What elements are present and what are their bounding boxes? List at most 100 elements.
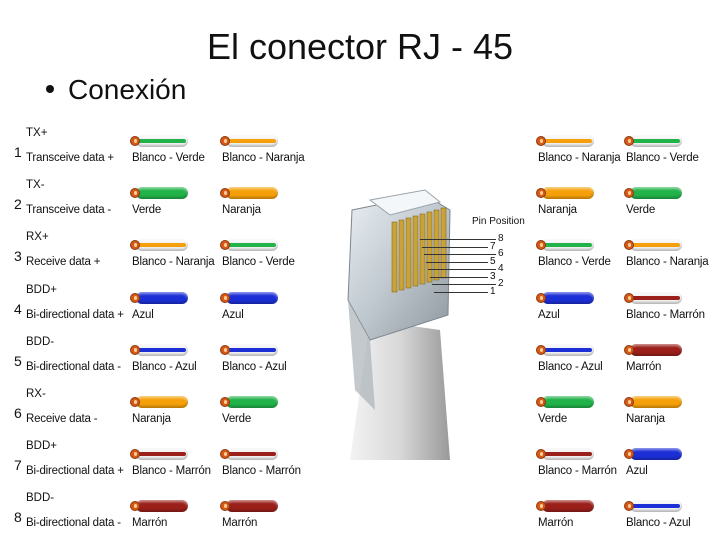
wire-color-label: Blanco - Azul — [132, 360, 197, 373]
signal-description: Bi-directional data + — [26, 465, 124, 478]
wire-icon — [220, 343, 278, 357]
wire-color-label: Blanco - Verde — [626, 152, 699, 164]
pin-position-number: 4 — [498, 263, 504, 274]
pin-number: 2 — [14, 196, 22, 213]
signal-name: TX- — [26, 179, 45, 192]
pin-position-number: 7 — [490, 240, 496, 252]
wire-icon — [536, 134, 594, 148]
wire-icon — [624, 291, 682, 305]
wire-icon — [624, 186, 682, 200]
pin-number: 1 — [14, 144, 22, 160]
wire-icon — [220, 186, 278, 200]
pin-number: 4 — [14, 300, 22, 317]
bullet-conexion: Conexión — [46, 74, 186, 106]
pin-position-label: Pin Position — [472, 216, 525, 227]
signal-description: Bi-directional data - — [26, 517, 121, 530]
wire-color-label: Blanco - Naranja — [538, 152, 621, 164]
wire-color-label: Blanco - Marrón — [132, 465, 211, 478]
bullet-dot-icon — [46, 84, 54, 93]
wire-color-label: Marrón — [626, 360, 662, 373]
wire-color-label: Verde — [132, 204, 162, 217]
wire-color-label: Verde — [538, 413, 568, 425]
pin-leader-line — [430, 276, 488, 278]
wire-color-label: Blanco - Naranja — [626, 256, 709, 269]
wire-icon — [624, 343, 682, 357]
wire-icon — [536, 343, 594, 357]
wire-icon — [130, 343, 188, 357]
wire-color-label: Blanco - Azul — [626, 517, 691, 530]
signal-description: Transceive data - — [26, 204, 112, 217]
pin-position-number: 5 — [490, 255, 496, 267]
wire-color-label: Blanco - Verde — [538, 256, 611, 269]
signal-name: BDD+ — [26, 440, 57, 453]
wire-color-label: Blanco - Verde — [132, 152, 205, 164]
wire-icon — [130, 447, 188, 461]
wire-icon — [220, 134, 278, 148]
wire-icon — [220, 238, 278, 252]
wire-icon — [130, 186, 188, 200]
wire-icon — [220, 395, 278, 409]
signal-name: BDD- — [26, 335, 55, 348]
wire-color-label: Blanco - Azul — [538, 360, 603, 373]
wire-icon — [130, 395, 188, 409]
wire-icon — [536, 186, 594, 200]
wire-color-label: Azul — [222, 308, 244, 321]
wire-color-label: Naranja — [222, 204, 261, 217]
signal-name: BDD- — [26, 492, 55, 505]
wire-color-label: Azul — [626, 465, 648, 478]
wire-icon — [536, 499, 594, 513]
pin-position-number: 6 — [498, 248, 504, 259]
wire-icon — [624, 447, 682, 461]
table-row: 8 BDD- Bi-directional data - Marrón Marrón — [0, 492, 720, 549]
signal-name: BDD+ — [26, 283, 57, 296]
wire-color-label: Blanco - Marrón — [626, 308, 705, 321]
wire-color-label: Naranja — [538, 204, 577, 217]
wire-icon — [624, 134, 682, 148]
wire-icon — [220, 447, 278, 461]
signal-description: Receive data + — [26, 256, 101, 269]
wire-color-label: Marrón — [538, 517, 574, 530]
wire-icon — [130, 499, 188, 513]
signal-name: TX+ — [26, 127, 48, 139]
wire-icon — [536, 395, 594, 409]
wire-icon — [536, 447, 594, 461]
pin-position-number: 1 — [490, 285, 496, 297]
table-row: 5 BDD- Bi-directional data - Blanco - Azul… — [0, 336, 720, 393]
pin-number: 7 — [14, 457, 22, 474]
pin-position-number: 8 — [498, 233, 504, 244]
table-row: 1 TX+ Transceive data + Blanco - Verde Bla… — [0, 127, 720, 184]
wire-color-label: Blanco - Naranja — [132, 256, 215, 269]
pin-leader-line — [432, 284, 496, 285]
signal-description: Transceive data + — [26, 152, 114, 164]
wire-icon — [624, 499, 682, 513]
wire-icon — [536, 291, 594, 305]
pin-leader-line — [422, 246, 488, 248]
pin-leader-line — [424, 254, 496, 255]
wire-color-label: Naranja — [132, 413, 171, 425]
signal-description: Bi-directional data + — [26, 308, 124, 321]
wire-color-label: Verde — [222, 413, 252, 425]
pin-position-number: 2 — [498, 278, 504, 289]
wire-icon — [624, 395, 682, 409]
wire-color-label: Naranja — [626, 413, 665, 425]
slide-title: El conector RJ - 45 — [206, 26, 514, 67]
signal-description: Receive data - — [26, 413, 98, 425]
table-row: 7 BDD+ Bi-directional data + Blanco - Marr… — [0, 440, 720, 497]
pin-leader-line — [420, 239, 496, 240]
wire-icon — [130, 238, 188, 252]
pin-leader-line — [426, 261, 488, 263]
wire-color-label: Blanco - Azul — [222, 360, 287, 373]
signal-description: Bi-directional data - — [26, 360, 121, 373]
pin-number: 8 — [14, 509, 22, 526]
wire-color-label: Marrón — [222, 517, 258, 530]
pin-number: 5 — [14, 352, 22, 369]
pin-leader-line — [434, 291, 488, 293]
wire-color-label: Blanco - Marrón — [538, 465, 617, 478]
rj45-connector-icon — [347, 189, 451, 460]
signal-name: RX- — [26, 388, 46, 400]
wire-color-label: Verde — [626, 204, 656, 217]
wire-color-label: Marrón — [132, 517, 168, 530]
